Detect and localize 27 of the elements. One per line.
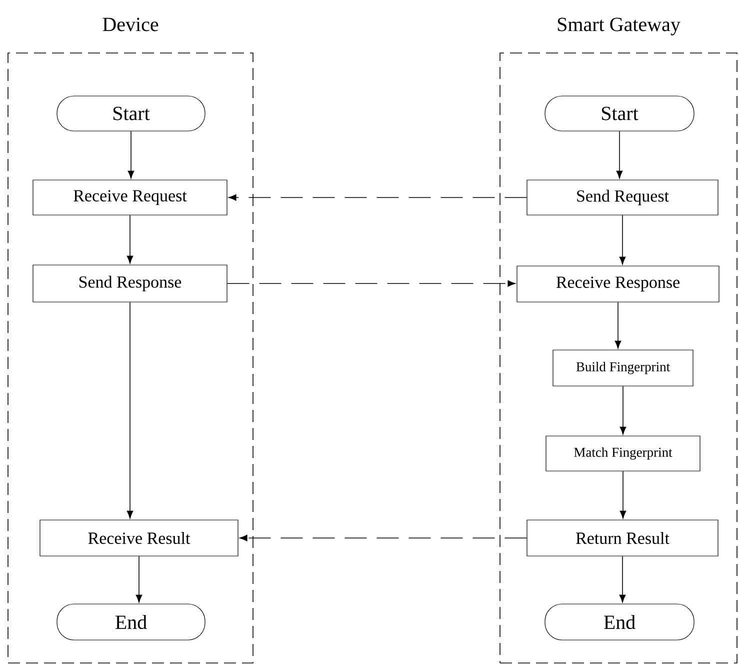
process-box: Return Result <box>526 520 718 556</box>
message-arrow <box>228 194 528 201</box>
arrow <box>136 556 142 603</box>
message-arrow <box>240 534 528 542</box>
arrow <box>126 302 134 518</box>
terminal-box: Start <box>56 96 206 132</box>
arrow <box>620 470 626 518</box>
terminal-box: End <box>544 604 694 640</box>
arrow <box>620 386 626 434</box>
node-label: Smart Gateway <box>558 18 680 36</box>
process-box: Send Request <box>526 180 718 216</box>
process-box: Receive Result <box>40 520 238 556</box>
arrow <box>619 214 626 264</box>
node-label: Device <box>102 18 158 32</box>
arrow <box>126 214 134 264</box>
process-box: Send Response <box>32 264 228 302</box>
arrow <box>619 556 626 603</box>
process-box: Receive Response <box>516 266 720 302</box>
process-box: Receive Request <box>32 180 228 216</box>
arrow <box>616 130 623 179</box>
arrow <box>128 130 134 179</box>
message-arrow <box>226 280 516 287</box>
process-box: Build Fingerprint <box>552 350 694 386</box>
terminal-box: End <box>56 604 206 640</box>
arrow <box>614 302 622 348</box>
process-box: Match Fingerprint <box>546 436 700 472</box>
terminal-box: Start <box>544 96 694 132</box>
